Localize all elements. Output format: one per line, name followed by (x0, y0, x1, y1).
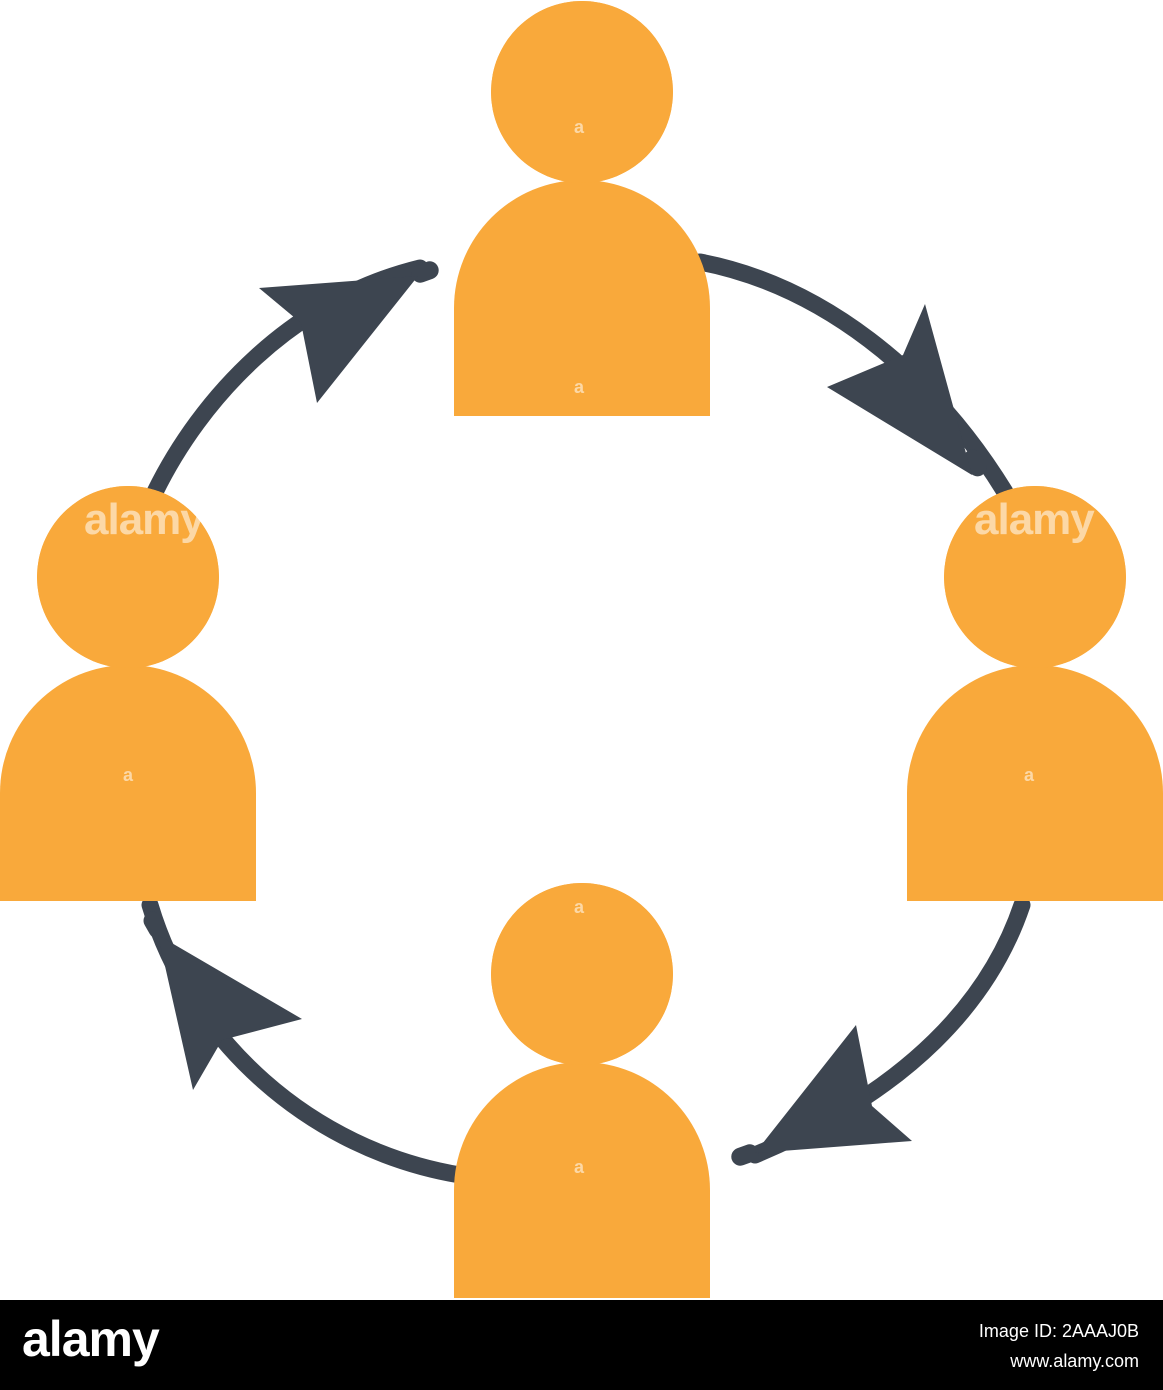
arrow-icon (259, 276, 418, 403)
ring-cap-3 (731, 1144, 759, 1166)
person-top (454, 1, 710, 416)
alamy-logo: alamy (22, 1311, 160, 1367)
arrow-icon (827, 304, 972, 475)
ring-cap-4 (143, 911, 167, 939)
person-body (0, 665, 256, 901)
arrow-icon (755, 1025, 912, 1153)
ring-segment-2 (691, 253, 1014, 501)
image-id-label: Image ID: 2AAAJ0B (978, 1321, 1139, 1341)
person-icon (37, 486, 219, 668)
site-url-label: www.alamy.com (1010, 1351, 1139, 1371)
person-bottom (454, 883, 710, 1298)
ring-cap-1 (411, 261, 439, 283)
person-right (907, 486, 1163, 901)
person-body (907, 665, 1163, 901)
person-body (454, 1062, 710, 1298)
person-icon (491, 1, 673, 183)
person-icon (491, 883, 673, 1065)
person-left (0, 486, 256, 901)
cycle-diagram (0, 1, 1163, 1298)
diagram-canvas: alamy alamy a a a a a a (0, 0, 1163, 1300)
person-body (454, 180, 710, 416)
arrow-icon (158, 935, 302, 1090)
footer-bar: alamy Image ID: 2AAAJ0B www.alamy.com (0, 1300, 1163, 1390)
people-group (0, 1, 1163, 1298)
arrowheads (158, 276, 972, 1153)
person-icon (944, 486, 1126, 668)
